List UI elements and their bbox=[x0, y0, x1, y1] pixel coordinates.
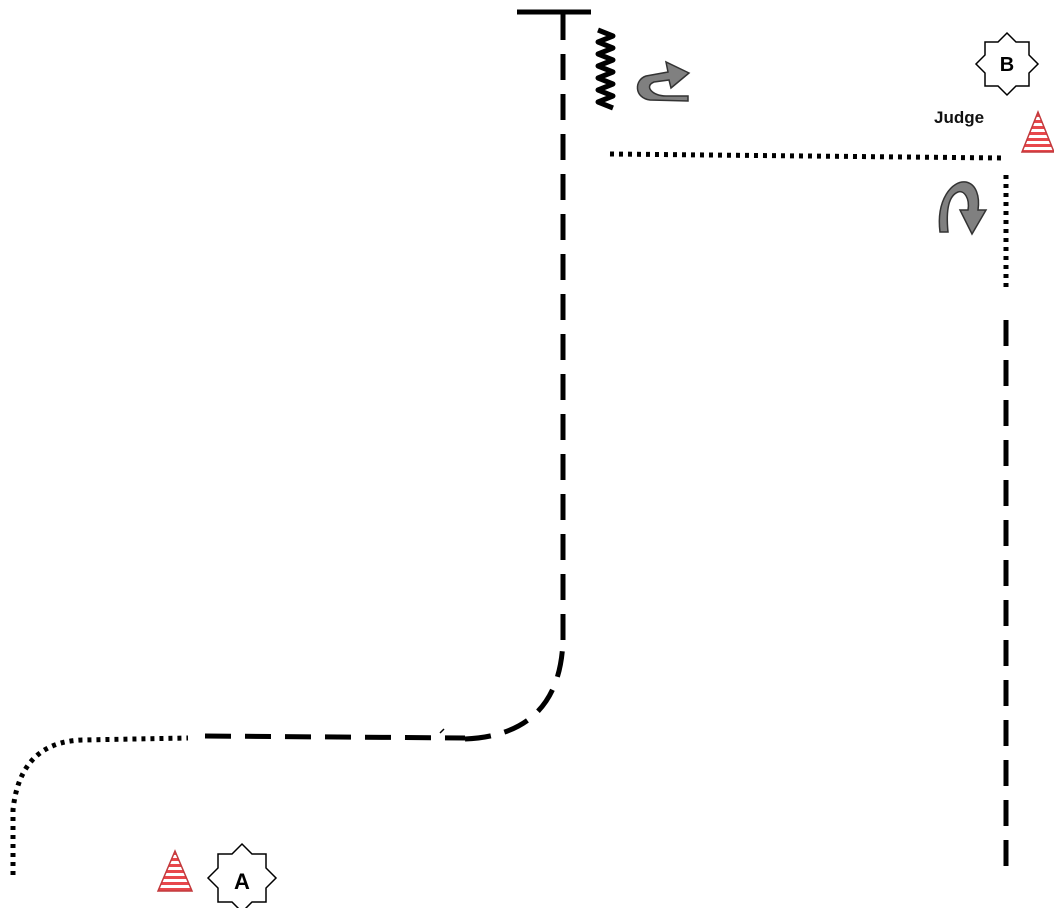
star-marker-icon bbox=[206, 842, 278, 908]
judge-label: Judge bbox=[934, 108, 984, 127]
dotted-path-top bbox=[609, 151, 1005, 161]
dotted-path-bottom-left bbox=[10, 735, 189, 875]
small-tick bbox=[439, 728, 445, 734]
dashed-path-bottom bbox=[204, 733, 466, 741]
spiral-spin-icon bbox=[595, 27, 616, 111]
dashed-curve-center bbox=[464, 639, 566, 742]
marker-b-label: B bbox=[1000, 54, 1014, 76]
marker-b: B bbox=[974, 31, 1040, 97]
star-marker-icon bbox=[974, 31, 1040, 97]
marker-a: A bbox=[206, 842, 278, 908]
turn-arrow-icon bbox=[636, 60, 691, 102]
marker-a-label: A bbox=[234, 869, 250, 894]
turn-arrow-icon bbox=[938, 181, 988, 236]
cone-icon bbox=[1020, 109, 1054, 153]
cone-icon bbox=[156, 849, 194, 892]
